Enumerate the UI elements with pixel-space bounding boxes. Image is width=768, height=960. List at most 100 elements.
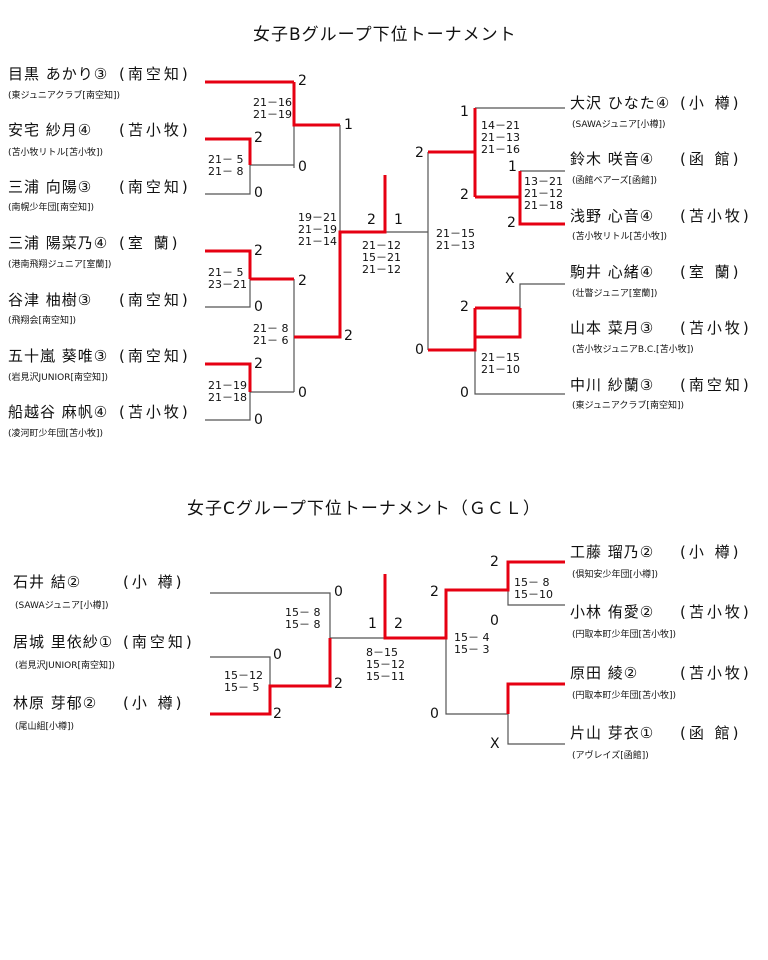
- round-score: 0: [334, 584, 343, 600]
- round-score: 2: [273, 706, 282, 722]
- player-club: (港南飛翔ジュニア[室蘭]): [8, 260, 112, 270]
- player-name: 安宅 紗月④: [8, 121, 93, 139]
- round-score: 0: [298, 159, 307, 175]
- game-score: 21－16 21－19: [253, 96, 292, 121]
- player-team: (南空知): [119, 178, 191, 196]
- player-name: 船越谷 麻帆④: [8, 403, 109, 421]
- round-score: 0: [254, 185, 263, 201]
- player-club: (飛翔会[南空知]): [8, 316, 77, 326]
- player-team: (南空知): [680, 376, 752, 394]
- player-name: 五十嵐 葵唯③: [8, 347, 109, 365]
- round-score: 1: [460, 104, 469, 120]
- player-name: 石井 結②: [13, 573, 82, 591]
- player-club: (倶知安少年団[小樽]): [572, 570, 659, 580]
- player-team: (南空知): [119, 347, 191, 365]
- round-score: 0: [254, 412, 263, 428]
- round-score: 2: [460, 187, 469, 203]
- game-score: 21－ 5 21－ 8: [208, 153, 244, 178]
- round-score: 2: [490, 554, 499, 570]
- player-name: 駒井 心緒④: [570, 263, 655, 281]
- player-team: (苫小牧): [119, 121, 191, 139]
- player-club: (アヴレイズ[函館]): [572, 751, 649, 761]
- player-team: (室 蘭): [119, 234, 181, 252]
- player-club: (岩見沢JUNIOR[南空知]): [8, 373, 109, 383]
- round-score: 2: [298, 273, 307, 289]
- player-name: 目黒 あかり③: [8, 65, 109, 83]
- game-score: 15－ 4 15－ 3: [454, 631, 490, 656]
- player-club: (尾山組[小樽]): [15, 722, 75, 732]
- player-club: (苫小牧ジュニアB.C.[苫小牧]): [572, 345, 694, 355]
- round-score: 2: [415, 145, 424, 161]
- player-team: (南空知): [119, 65, 191, 83]
- player-club: (壮瞥ジュニア[室蘭]): [572, 289, 658, 299]
- player-team: (室 蘭): [680, 263, 742, 281]
- round-score: 0: [490, 613, 499, 629]
- game-score: 21－15 21－13: [436, 227, 475, 252]
- player-club: (円取本町少年団[苫小牧]): [572, 691, 677, 701]
- player-name: 鈴木 咲音④: [570, 150, 655, 168]
- game-score: 15－ 8 15－ 8: [285, 606, 321, 631]
- player-team: (苫小牧): [680, 603, 752, 621]
- game-score: 14－21 21－13 21－16: [481, 119, 520, 156]
- game-score: 13－21 21－12 21－18: [524, 175, 563, 212]
- round-score: 0: [415, 342, 424, 358]
- game-score: 8－15 15－12 15－11: [366, 646, 405, 683]
- round-score: 2: [460, 299, 469, 315]
- player-team: (小 樽): [680, 94, 742, 112]
- round-score: 0: [460, 385, 469, 401]
- round-score: 2: [344, 328, 353, 344]
- player-club: (SAWAジュニア[小樽]): [15, 601, 109, 611]
- game-score: 19－21 21－19 21－14: [298, 211, 337, 248]
- round-score: 2: [507, 215, 516, 231]
- bracket-c-title: 女子Cグループ下位トーナメント（ＧＣＬ）: [187, 499, 541, 519]
- player-name: 工藤 瑠乃②: [570, 543, 655, 561]
- player-club: (岩見沢JUNIOR[南空知]): [15, 661, 116, 671]
- player-club: (苫小牧リトル[苫小牧]): [572, 232, 668, 242]
- player-team: (南空知): [123, 633, 195, 651]
- round-score: 1: [394, 212, 403, 228]
- player-team: (函 館): [680, 150, 742, 168]
- player-team: (苫小牧): [119, 403, 191, 421]
- player-club: (南幌少年団[南空知]): [8, 203, 95, 213]
- round-score: 2: [334, 676, 343, 692]
- round-score: 2: [254, 130, 263, 146]
- player-club: (東ジュニアクラブ[南空知]): [572, 401, 684, 411]
- player-team: (苫小牧): [680, 319, 752, 337]
- player-club: (函館ベアーズ[函館]): [572, 176, 658, 186]
- player-team: (南空知): [119, 291, 191, 309]
- player-name: 三浦 向陽③: [8, 178, 93, 196]
- player-team: (小 樽): [123, 694, 185, 712]
- player-name: 谷津 柚樹③: [8, 291, 93, 309]
- game-score: 21－12 15－21 21－12: [362, 239, 401, 276]
- game-score: 15－12 15－ 5: [224, 669, 263, 694]
- round-score: 2: [367, 212, 376, 228]
- player-team: (小 樽): [680, 543, 742, 561]
- game-score: 21－ 8 21－ 6: [253, 322, 289, 347]
- round-score: X: [490, 736, 500, 752]
- round-score: 2: [394, 616, 403, 632]
- round-score: X: [505, 271, 515, 287]
- round-score: 2: [254, 356, 263, 372]
- player-club: (SAWAジュニア[小樽]): [572, 120, 666, 130]
- round-score: 2: [254, 243, 263, 259]
- player-club: (苫小牧リトル[苫小牧]): [8, 148, 104, 158]
- round-score: 2: [430, 584, 439, 600]
- player-team: (小 樽): [123, 573, 185, 591]
- player-team: (苫小牧): [680, 207, 752, 225]
- bracket-b-title: 女子Bグループ下位トーナメント: [253, 25, 517, 45]
- round-score: 1: [344, 117, 353, 133]
- player-team: (函 館): [680, 724, 742, 742]
- round-score: 2: [298, 73, 307, 89]
- player-name: 三浦 陽菜乃④: [8, 234, 109, 252]
- round-score: 1: [368, 616, 377, 632]
- player-name: 林原 芽郁②: [13, 694, 98, 712]
- player-club: (東ジュニアクラブ[南空知]): [8, 91, 120, 101]
- player-name: 大沢 ひなた④: [570, 94, 671, 112]
- game-score: 21－19 21－18: [208, 379, 247, 404]
- player-club: (円取本町少年団[苫小牧]): [572, 630, 677, 640]
- game-score: 21－ 5 23－21: [208, 266, 247, 291]
- player-name: 中川 紗蘭③: [570, 376, 655, 394]
- player-name: 浅野 心音④: [570, 207, 655, 225]
- player-team: (苫小牧): [680, 664, 752, 682]
